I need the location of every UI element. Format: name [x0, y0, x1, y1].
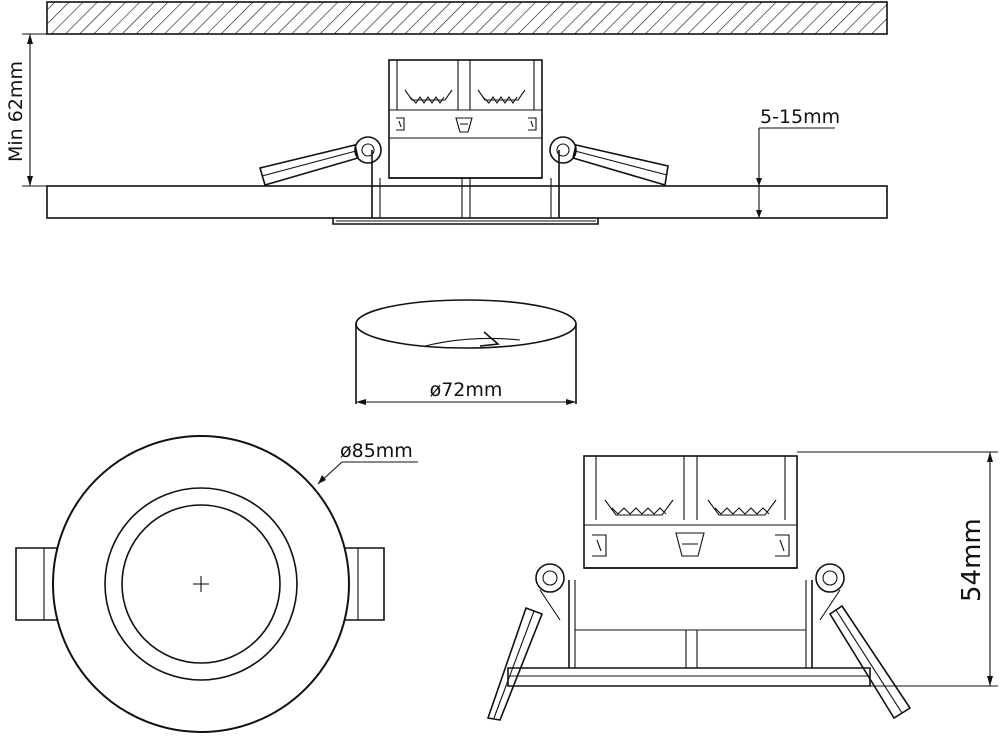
min-height-label: Min 62mm	[5, 61, 27, 162]
fixture-height-label: 54mm	[957, 518, 987, 602]
inner-ring	[121, 504, 281, 664]
cutout-diameter-label: ø72mm	[430, 379, 503, 401]
middle-ring	[104, 487, 298, 681]
driver-housing-top	[371, 59, 560, 218]
spring-clip-left	[486, 563, 565, 721]
front-view: ø85mm	[15, 435, 418, 733]
min-height-dimension: Min 62mm	[5, 33, 47, 187]
installed-side-view: Min 62mm 5-15mm	[5, 1, 888, 225]
ceiling-thickness-dimension: 5-15mm	[756, 106, 840, 218]
side-view: 54mm	[486, 451, 998, 721]
spring-tab-right	[342, 547, 385, 621]
ceiling-board	[46, 185, 888, 219]
spring-clip-right-top	[549, 136, 669, 187]
spring-clip-left-top	[258, 136, 382, 186]
ceiling-thickness-label: 5-15mm	[760, 106, 840, 128]
ceiling-slab	[46, 1, 888, 35]
cutout-diagram: ø72mm	[355, 299, 577, 405]
fixture-height-dimension: 54mm	[797, 451, 998, 687]
spring-clip-right	[815, 563, 912, 720]
spring-tab-left	[15, 547, 60, 621]
outer-diameter-label: ø85mm	[340, 440, 413, 462]
bezel	[332, 218, 599, 225]
